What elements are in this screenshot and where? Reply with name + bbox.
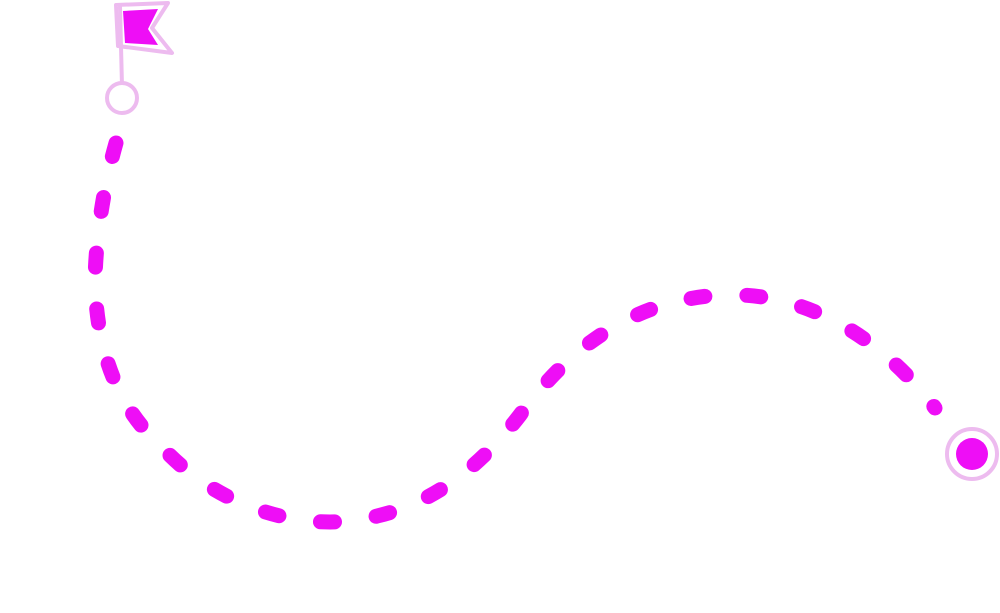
target-dot-icon <box>956 438 988 470</box>
start-marker <box>105 1 174 115</box>
circle-outline-icon <box>105 81 139 115</box>
dashed-route-path <box>87 135 943 530</box>
flag-outline <box>114 1 174 55</box>
end-marker <box>945 427 999 481</box>
flag-icon <box>123 9 158 45</box>
